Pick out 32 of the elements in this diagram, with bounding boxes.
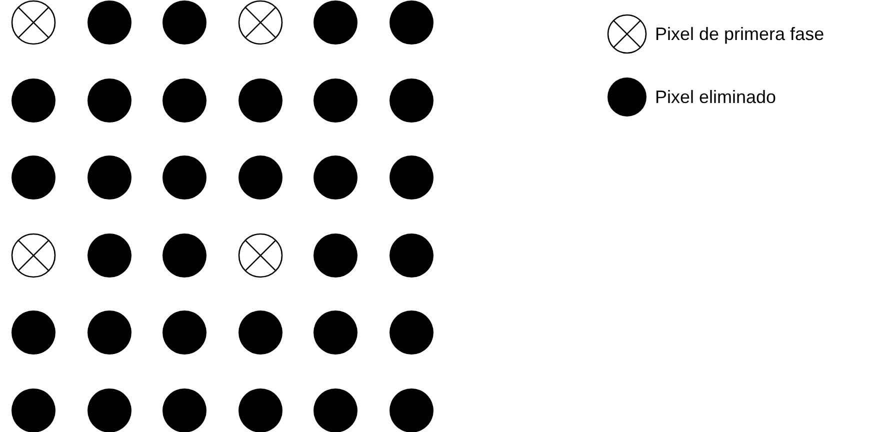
- crossed-circle: [238, 0, 283, 45]
- filled-circle: [389, 232, 434, 278]
- filled-circle: [313, 0, 358, 45]
- filled-circle: [313, 232, 358, 278]
- filled-circle: [86, 310, 132, 356]
- legend-text: Pixel eliminado: [655, 86, 776, 108]
- filled-circle: [11, 310, 56, 356]
- filled-circle: [86, 78, 132, 123]
- filled-circle: [313, 310, 358, 356]
- filled-circle: [313, 155, 358, 200]
- crossed-circle: [11, 232, 56, 278]
- legend-text: Pixel de primera fase: [655, 22, 824, 46]
- filled-circle: [313, 78, 358, 123]
- filled-circle: [238, 155, 283, 200]
- filled-circle: [162, 232, 208, 278]
- filled-circle: [86, 232, 132, 278]
- filled-circle: [162, 0, 208, 45]
- filled-circle: [389, 155, 434, 200]
- filled-circle: [238, 310, 283, 356]
- crossed-circle: [238, 232, 283, 278]
- filled-circle: [11, 155, 56, 200]
- filled-circle: [389, 78, 434, 123]
- filled-circle: [162, 78, 208, 123]
- filled-circle: [389, 310, 434, 356]
- filled-circle: [238, 78, 283, 123]
- filled-circle: [11, 78, 56, 123]
- crossed-circle: [11, 0, 56, 45]
- filled-circle: [162, 310, 208, 356]
- filled-circle: [389, 0, 434, 45]
- filled-circle: [86, 155, 132, 200]
- filled-circle: [162, 155, 208, 200]
- filled-circle: [86, 0, 132, 45]
